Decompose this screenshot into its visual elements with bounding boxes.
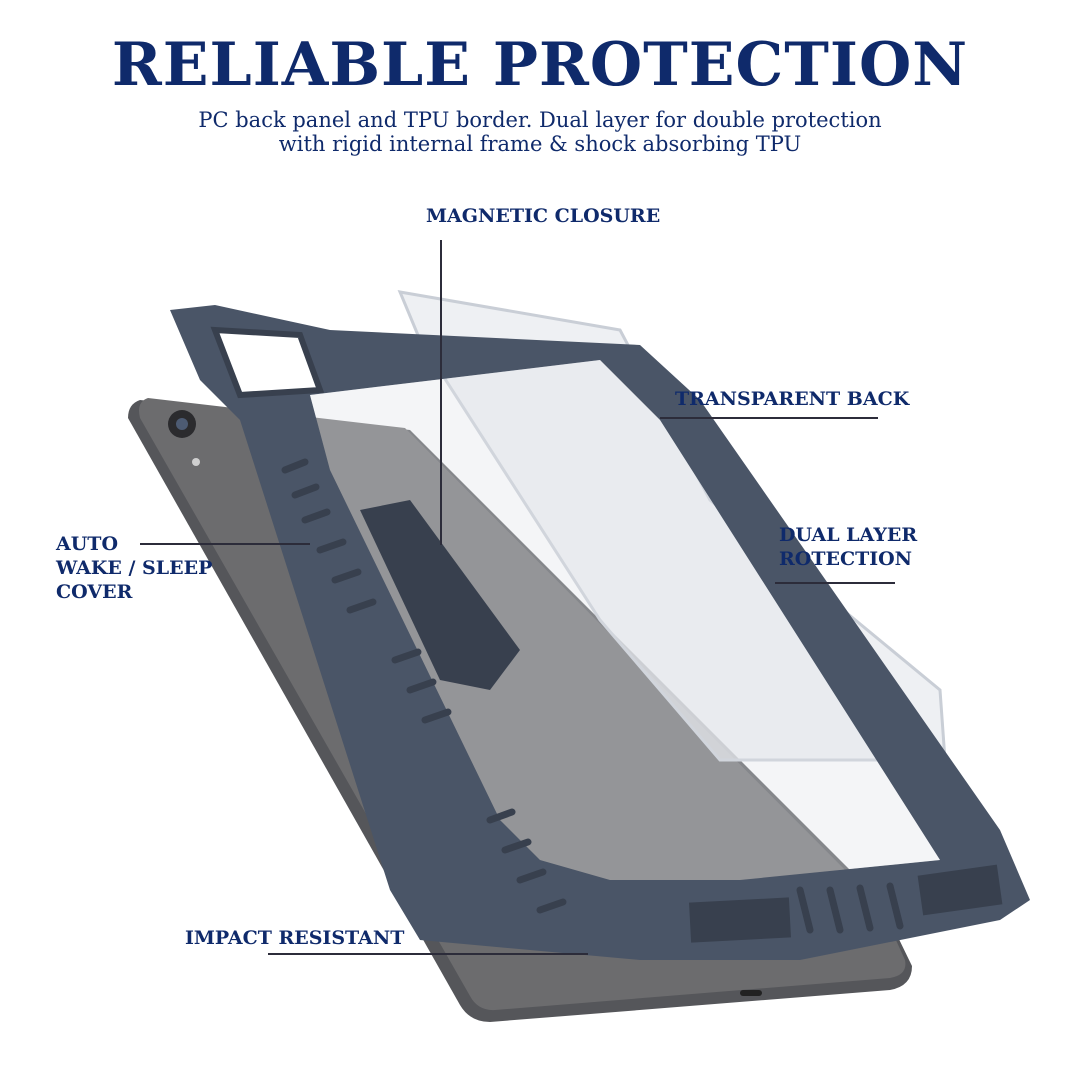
page-subtitle: PC back panel and TPU border. Dual layer… bbox=[0, 108, 1080, 156]
transparent-back-leader bbox=[660, 417, 878, 419]
subtitle-line-1: PC back panel and TPU border. Dual layer… bbox=[198, 108, 882, 132]
impact-resistant-leader bbox=[268, 953, 588, 955]
callout-transparent-back: TRANSPARENT BACK bbox=[675, 388, 910, 410]
callout-dual-layer: DUAL LAYER ROTECTION bbox=[779, 524, 918, 570]
callout-impact-resistant: IMPACT RESISTANT bbox=[185, 927, 405, 949]
callout-auto-wake-sleep: AUTO WAKE / SLEEP COVER bbox=[56, 533, 213, 603]
magnetic-closure-pad bbox=[360, 500, 520, 690]
auto-wake-leader bbox=[140, 543, 310, 545]
flash-dot bbox=[192, 458, 200, 466]
ribbed-bumper bbox=[281, 458, 904, 934]
subtitle-line-2: with rigid internal frame & shock absorb… bbox=[278, 132, 802, 156]
tpu-case-frame bbox=[170, 305, 1030, 960]
magnetic-closure-leader bbox=[440, 240, 442, 545]
dual-layer-leader bbox=[775, 582, 895, 584]
callout-magnetic-closure: MAGNETIC CLOSURE bbox=[426, 205, 661, 227]
page-title: RELIABLE PROTECTION bbox=[111, 30, 969, 100]
camera-cutout bbox=[210, 326, 325, 399]
